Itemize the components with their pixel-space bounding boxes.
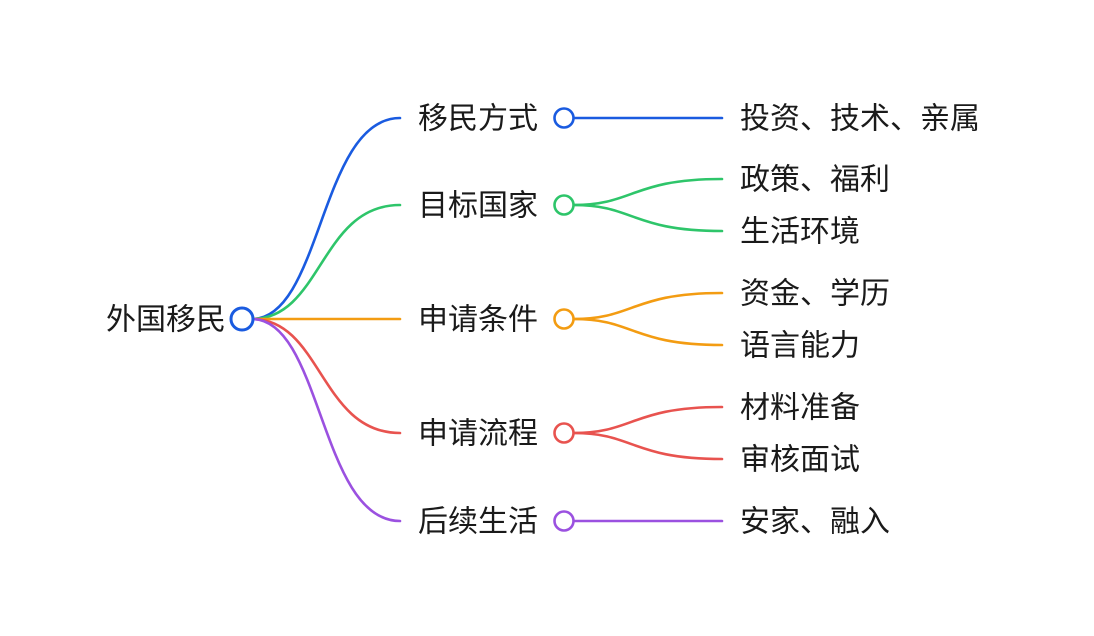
branch-connector-5[interactable] (553, 510, 575, 532)
edge-branch-2-to-child-2 (572, 203, 724, 233)
leaf-label-3-2: 语言能力 (740, 329, 860, 364)
branch-label-1: 移民方式 (418, 102, 538, 137)
branch-label-3: 申请条件 (418, 303, 538, 338)
branch-label-4: 申请流程 (418, 417, 538, 452)
edge-branch-4-to-child-2 (572, 431, 724, 461)
leaf-label-5-1: 安家、融入 (740, 505, 890, 540)
leaf-label-3-1: 资金、学历 (740, 277, 890, 312)
branch-connector-4[interactable] (553, 422, 575, 444)
edge-branch-2-to-child-1 (572, 177, 724, 207)
leaf-label-2-1: 政策、福利 (740, 163, 890, 198)
branch-connector-3[interactable] (553, 308, 575, 330)
root-node-connector[interactable] (229, 306, 255, 332)
edge-branch-4-to-child-1 (572, 405, 724, 435)
branch-label-2: 目标国家 (418, 189, 538, 224)
edges-layer (250, 116, 724, 523)
leaf-label-4-2: 审核面试 (740, 443, 860, 478)
edge-root-to-branch-5 (250, 317, 402, 523)
edge-root-to-branch-4 (250, 317, 402, 435)
branch-label-5: 后续生活 (418, 505, 538, 540)
branch-connector-2[interactable] (553, 194, 575, 216)
leaf-label-2-2: 生活环境 (740, 215, 860, 250)
edge-root-to-branch-2 (250, 203, 402, 321)
leaf-label-4-1: 材料准备 (740, 391, 860, 426)
edge-branch-3-to-child-1 (572, 291, 724, 321)
root-node-label: 外国移民 (106, 303, 226, 338)
edge-root-to-branch-1 (250, 116, 402, 321)
edge-branch-3-to-child-2 (572, 317, 724, 347)
leaf-label-1-1: 投资、技术、亲属 (740, 102, 980, 137)
branch-connector-1[interactable] (553, 107, 575, 129)
